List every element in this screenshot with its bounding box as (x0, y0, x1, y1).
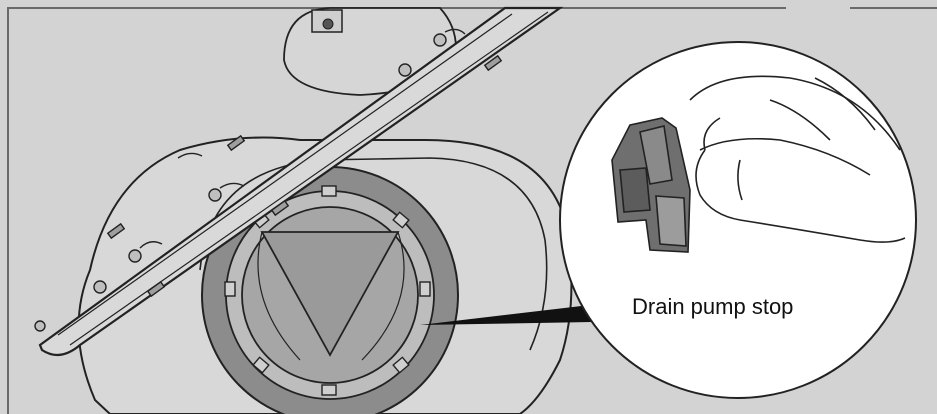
spray-nozzle (35, 321, 45, 331)
spray-nozzle (129, 250, 141, 262)
spray-nozzle (399, 64, 411, 76)
spray-nozzle (94, 281, 106, 293)
spray-nozzle (209, 189, 221, 201)
callout-label: Drain pump stop (632, 294, 793, 319)
spray-nozzle (434, 34, 446, 46)
zoom-detail: Drain pump stop (560, 42, 916, 398)
